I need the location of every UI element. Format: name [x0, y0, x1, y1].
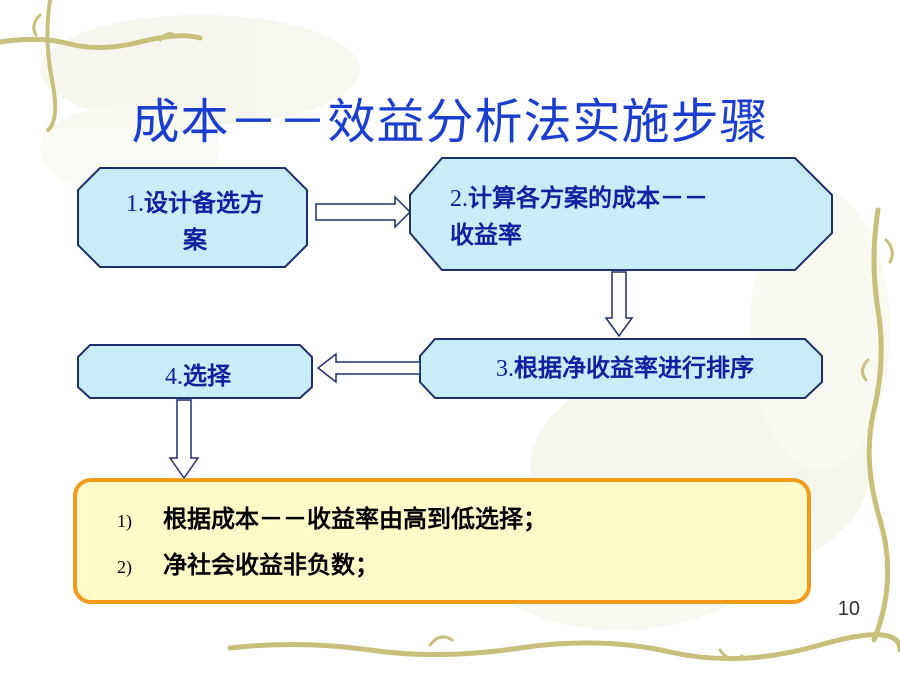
- criteria-list: 1) 根据成本－－收益率由高到低选择； 2) 净社会收益非负数；: [117, 496, 547, 588]
- step-1-number: 1.: [126, 191, 144, 217]
- step-2-text-line1: 计算各方案的成本－－: [468, 184, 708, 212]
- step-4-number: 4.: [165, 364, 183, 390]
- arrow-step3-to-step4: [316, 352, 421, 384]
- step-2-number: 2.: [450, 186, 468, 212]
- criteria-item-marker: 1): [117, 511, 132, 531]
- step-1-text-line2: 案: [183, 226, 207, 254]
- arrow-step1-to-step2: [315, 195, 412, 229]
- step-2-node: [409, 157, 833, 271]
- step-1-node: [77, 167, 308, 268]
- criteria-item-marker: 2): [117, 557, 132, 577]
- criteria-item-text: 根据成本－－收益率由高到低选择；: [163, 505, 547, 533]
- step-1-label: 1.设计备选方 案: [95, 185, 295, 258]
- slide-title: 成本－－效益分析法实施步骤: [131, 94, 769, 150]
- step-2-label: 2.计算各方案的成本－－ 收益率: [450, 180, 810, 253]
- step-2-text-line2: 收益率: [450, 221, 522, 249]
- step-4-label: 4.选择: [78, 358, 318, 395]
- page-number: 10: [837, 598, 860, 620]
- step-4-node: [77, 344, 313, 399]
- step-1-text-line1: 设计备选方: [144, 189, 264, 217]
- step-4-text: 选择: [183, 362, 231, 390]
- selection-criteria-box: 1) 根据成本－－收益率由高到低选择； 2) 净社会收益非负数；: [73, 478, 811, 604]
- arrow-step4-to-criteria: [168, 399, 200, 480]
- arrow-step2-to-step3: [604, 271, 634, 338]
- criteria-item-text: 净社会收益非负数；: [163, 551, 379, 579]
- criteria-item: 1) 根据成本－－收益率由高到低选择；: [117, 496, 547, 542]
- step-3-number: 3.: [496, 356, 514, 382]
- criteria-item: 2) 净社会收益非负数；: [117, 542, 547, 588]
- step-3-label: 3.根据净收益率进行排序: [430, 350, 820, 387]
- step-3-text: 根据净收益率进行排序: [514, 354, 754, 382]
